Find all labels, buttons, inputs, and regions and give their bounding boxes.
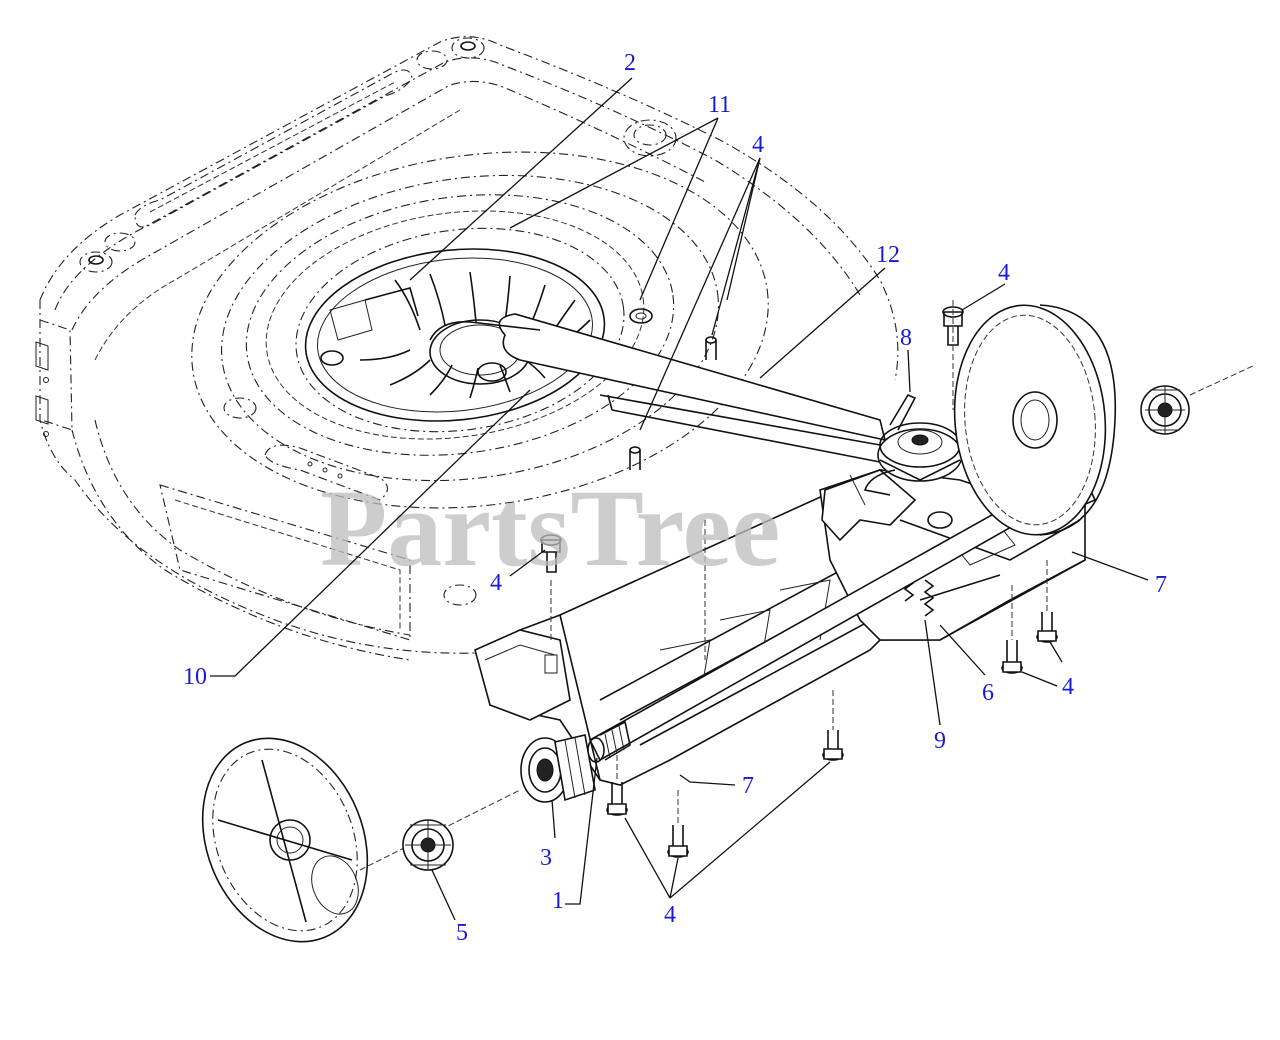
bolt-right-2 [1036, 612, 1058, 643]
bolt-bottom-2 [667, 825, 689, 858]
callout-7: 7 [1155, 572, 1167, 598]
callout-3: 3 [540, 845, 552, 871]
callout-10: 10 [183, 664, 207, 690]
callout-4: 4 [1062, 674, 1074, 700]
drive-belt [429, 313, 887, 463]
callout-9: 9 [934, 728, 946, 754]
callout-4: 4 [664, 902, 676, 928]
right-pinion-gear [1140, 364, 1256, 435]
callout-2: 2 [624, 50, 636, 76]
left-wheel [201, 737, 521, 943]
callout-4: 4 [998, 260, 1010, 286]
left-hub-bearing [520, 734, 596, 803]
callout-5: 5 [456, 920, 468, 946]
leader-lines [210, 77, 1149, 921]
callout-labels: 2 11 4 12 4 8 7 4 10 4 6 9 7 3 1 4 5 [183, 50, 1167, 946]
left-pinion-gear [402, 819, 454, 871]
bolt-mid [540, 534, 562, 573]
callout-6: 6 [982, 680, 994, 706]
callout-4: 4 [490, 570, 502, 596]
right-wheel [953, 304, 1117, 536]
callout-11: 11 [708, 92, 731, 118]
callout-1: 1 [552, 888, 564, 914]
bolt-right-1 [1001, 640, 1023, 674]
callout-8: 8 [900, 325, 912, 351]
callout-7: 7 [742, 773, 754, 799]
watermark: PartsTree [320, 467, 780, 589]
callout-12: 12 [876, 242, 900, 268]
bolt-bottom-3 [822, 730, 844, 761]
mower-deck [35, 36, 899, 661]
callout-4: 4 [752, 132, 764, 158]
bolt-bottom-1 [606, 782, 628, 816]
